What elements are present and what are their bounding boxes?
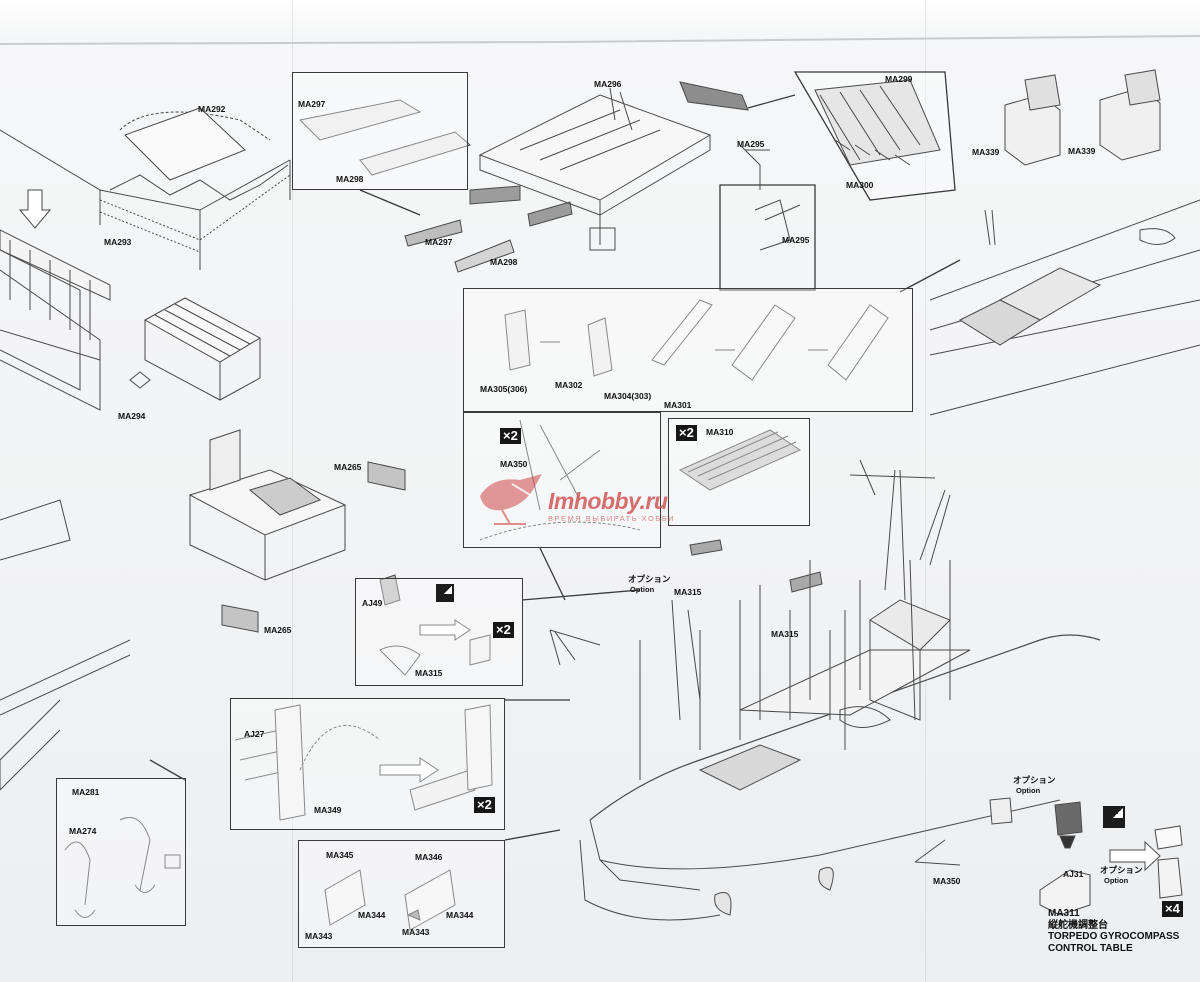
part-label-ma294: MA294	[118, 411, 146, 421]
part-label-ma297: MA297	[298, 99, 326, 109]
part-label-ma350: MA350	[933, 876, 961, 886]
option-note-en: Option	[1016, 786, 1041, 795]
quantity-badge: ×4	[1162, 901, 1183, 918]
part-label-ma305: MA305(306)	[480, 384, 528, 394]
caption-jp: 縦舵機調整台	[1048, 919, 1108, 931]
quantity-badge: ×2	[493, 622, 514, 639]
callout-box-ma281-ma274	[56, 778, 186, 926]
part-label-ma281: MA281	[72, 787, 100, 797]
part-label-aj31: AJ31	[1063, 869, 1084, 879]
part-label-ma293: MA293	[104, 237, 132, 247]
part-label-ma315: MA315	[415, 668, 443, 678]
part-label-aj27: AJ27	[244, 729, 265, 739]
desk-background	[0, 0, 1200, 40]
watermark-tagline: ВРЕМЯ ВЫБИРАТЬ ХОББИ	[548, 514, 676, 523]
option-note-jp: オプション	[628, 574, 671, 584]
part-label-ma300: MA300	[846, 180, 874, 190]
callout-box-ma350	[463, 412, 661, 548]
watermark-logo-icon	[480, 474, 542, 525]
part-label-ma292: MA292	[198, 104, 226, 114]
part-label-ma297: MA297	[425, 237, 453, 247]
part-label-ma310: MA310	[706, 427, 734, 437]
part-label-ma295: MA295	[737, 139, 765, 149]
part-label-ma301: MA301	[664, 400, 692, 410]
callout-box-ma343-ma346	[298, 840, 505, 948]
part-label-ma343: MA343	[305, 931, 333, 941]
fold-line	[925, 0, 926, 982]
part-label-ma346: MA346	[415, 852, 443, 862]
part-label-ma265: MA265	[264, 625, 292, 635]
part-label-ma315: MA315	[674, 587, 702, 597]
quantity-badge: ×2	[474, 797, 495, 814]
caption-en-line2: CONTROL TABLE	[1048, 942, 1133, 954]
part-label-ma344: MA344	[446, 910, 474, 920]
part-label-aj49: AJ49	[362, 598, 383, 608]
paint-chip-icon	[436, 584, 454, 602]
part-label-ma265: MA265	[334, 462, 362, 472]
option-note-jp: オプション	[1100, 865, 1143, 875]
part-label-ma315: MA315	[771, 629, 799, 639]
part-label-ma299: MA299	[885, 74, 913, 84]
part-caption-ma311: MA311 縦舵機調整台 TORPEDO GYROCOMPASS CONTROL…	[1048, 908, 1179, 954]
option-note-en: Option	[630, 585, 655, 594]
caption-en-line1: TORPEDO GYROCOMPASS	[1048, 931, 1180, 942]
quantity-badge: ×2	[676, 425, 697, 442]
caption-part-number: MA311	[1048, 908, 1080, 919]
watermark-brand: Imhobby.ru	[548, 488, 668, 514]
part-label-ma349: MA349	[314, 805, 342, 815]
part-label-ma344: MA344	[358, 910, 386, 920]
part-label-ma296: MA296	[594, 79, 622, 89]
part-label-ma345: MA345	[326, 850, 354, 860]
part-label-ma274: MA274	[69, 826, 97, 836]
paint-chip-icon	[1103, 806, 1125, 828]
callout-box-ma297-ma298	[292, 72, 468, 190]
part-label-ma343: MA343	[402, 927, 430, 937]
option-note-jp: オプション	[1013, 775, 1056, 785]
part-label-ma350: MA350	[500, 459, 528, 469]
part-label-ma339: MA339	[972, 147, 1000, 157]
option-note-en: Option	[1104, 876, 1129, 885]
part-label-ma339: MA339	[1068, 146, 1096, 156]
part-label-ma302: MA302	[555, 380, 583, 390]
part-label-ma295: MA295	[782, 235, 810, 245]
part-label-ma304: MA304(303)	[604, 391, 652, 401]
part-label-ma298: MA298	[336, 174, 364, 184]
quantity-badge: ×2	[500, 428, 521, 445]
callout-box-ma301-ma305	[463, 288, 913, 412]
part-label-ma298: MA298	[490, 257, 518, 267]
callout-box-ma349	[230, 698, 505, 830]
